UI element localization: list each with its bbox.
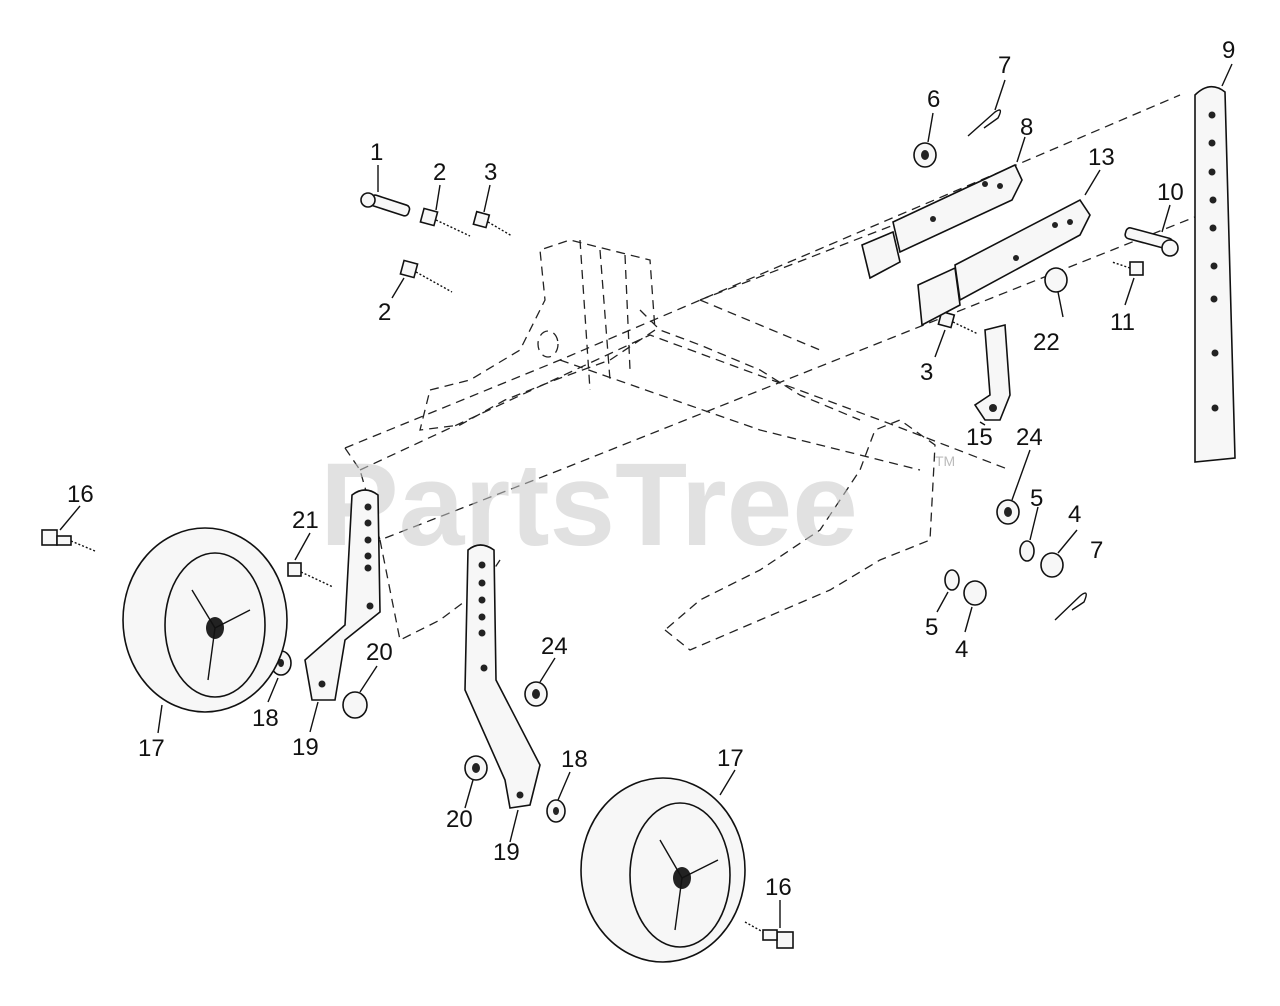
callout-24-left: 24 — [541, 633, 568, 660]
nut-4-upper[interactable] — [1040, 552, 1064, 578]
wheel-17-left[interactable] — [122, 527, 288, 713]
nut-22[interactable] — [1044, 267, 1068, 293]
callout-3-lower: 3 — [920, 359, 933, 386]
washer-18-right[interactable] — [546, 799, 566, 823]
clevis-pin-1[interactable] — [360, 192, 411, 217]
callout-19-left: 19 — [292, 734, 319, 761]
callout-21: 21 — [292, 507, 319, 534]
bolt-3-upper[interactable] — [472, 210, 513, 237]
callout-labels: 1 2 2 3 3 4 4 5 5 6 7 7 8 9 10 11 13 15 … — [67, 37, 1235, 901]
callout-20-right: 20 — [446, 806, 473, 833]
nut-24-left[interactable] — [524, 681, 548, 707]
callout-2-lower: 2 — [378, 299, 391, 326]
tiller-frame — [344, 94, 1201, 651]
callout-8: 8 — [1020, 114, 1033, 141]
bolt-2-upper[interactable] — [419, 207, 471, 237]
callout-3-upper: 3 — [484, 159, 497, 186]
callout-18-left: 18 — [252, 705, 279, 732]
callout-22: 22 — [1033, 329, 1060, 356]
wheel-17-right[interactable] — [580, 777, 746, 963]
nut-20-right[interactable] — [464, 755, 488, 781]
callout-9: 9 — [1222, 37, 1235, 64]
callout-17-left: 17 — [138, 735, 165, 762]
pin-10[interactable] — [1124, 227, 1179, 257]
wheel-bracket-19-right[interactable] — [464, 544, 541, 809]
bracket-15[interactable] — [973, 323, 1011, 421]
callout-7-upper: 7 — [998, 52, 1011, 79]
nut-4-lower[interactable] — [963, 580, 987, 606]
callout-18-right: 18 — [561, 746, 588, 773]
bolt-11[interactable] — [1111, 261, 1144, 276]
partstree-watermark: PartsTree TM — [320, 439, 955, 571]
nut-24-right[interactable] — [996, 499, 1020, 525]
callout-6: 6 — [927, 86, 940, 113]
washer-5-upper[interactable] — [1019, 540, 1035, 562]
hitch-bracket-8[interactable] — [861, 163, 1023, 280]
leader-lines — [59, 63, 1233, 928]
callout-2-upper: 2 — [433, 159, 446, 186]
axle-bolt-16-left[interactable] — [41, 529, 96, 552]
watermark-tm: TM — [935, 453, 955, 469]
wheel-bracket-19-left[interactable] — [304, 489, 381, 701]
nut-6[interactable] — [913, 142, 937, 168]
bolt-2-lower[interactable] — [399, 259, 453, 293]
callout-24-right: 24 — [1016, 424, 1043, 451]
callout-10: 10 — [1157, 179, 1184, 206]
callout-1: 1 — [370, 139, 383, 166]
hitch-bracket-13[interactable] — [917, 198, 1091, 327]
callout-13: 13 — [1088, 144, 1115, 171]
hairpin-clip-7-upper[interactable] — [967, 109, 1002, 137]
callout-11: 11 — [1110, 309, 1135, 336]
callout-16-left: 16 — [67, 481, 94, 508]
callout-16-right: 16 — [765, 874, 792, 901]
bolt-21[interactable] — [287, 562, 334, 588]
callout-4-lower: 4 — [955, 636, 968, 663]
callout-19-right: 19 — [493, 839, 520, 866]
callout-7-lower: 7 — [1090, 537, 1103, 564]
callout-5-upper: 5 — [1030, 485, 1043, 512]
hairpin-clip-7-lower[interactable] — [1054, 592, 1087, 621]
callout-20-left: 20 — [366, 639, 393, 666]
axle-bolt-16-right[interactable] — [744, 921, 794, 949]
callout-4-upper: 4 — [1068, 501, 1081, 528]
nut-20-left[interactable] — [342, 691, 368, 719]
callout-5-lower: 5 — [925, 614, 938, 641]
callout-15: 15 — [966, 424, 993, 451]
watermark-text: PartsTree — [320, 439, 858, 571]
callout-17-right: 17 — [717, 745, 744, 772]
washer-5-lower[interactable] — [944, 569, 960, 591]
depth-bar-9[interactable] — [1194, 85, 1236, 463]
bolt-3-lower[interactable] — [937, 310, 979, 335]
